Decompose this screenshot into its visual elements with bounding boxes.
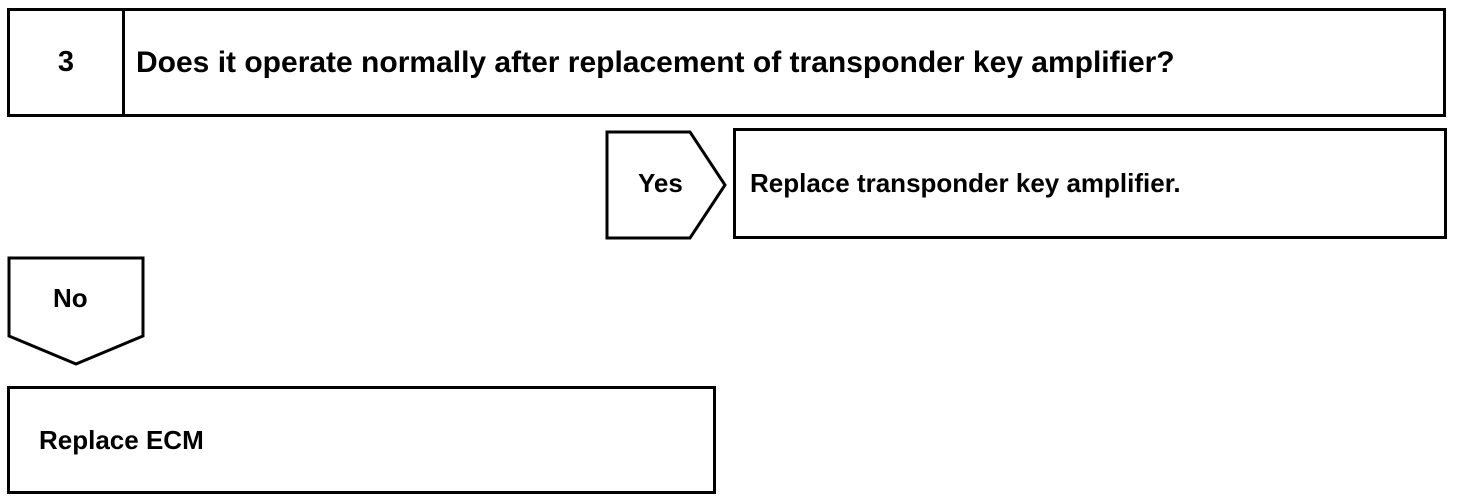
yes-action-box: Replace transponder key amplifier.: [733, 128, 1447, 239]
yes-arrow: [605, 130, 727, 240]
no-action-box: Replace ECM: [7, 386, 716, 494]
step-number: 3: [10, 11, 125, 114]
no-action-text: Replace ECM: [39, 424, 204, 455]
yes-label: Yes: [638, 168, 683, 198]
no-label: No: [53, 283, 88, 313]
yes-action-text: Replace transponder key amplifier.: [750, 168, 1181, 198]
step-question-text: Does it operate normally after replaceme…: [136, 45, 1175, 79]
step-question-box: 3 Does it operate normally after replace…: [7, 8, 1446, 117]
no-arrow: [7, 256, 145, 366]
